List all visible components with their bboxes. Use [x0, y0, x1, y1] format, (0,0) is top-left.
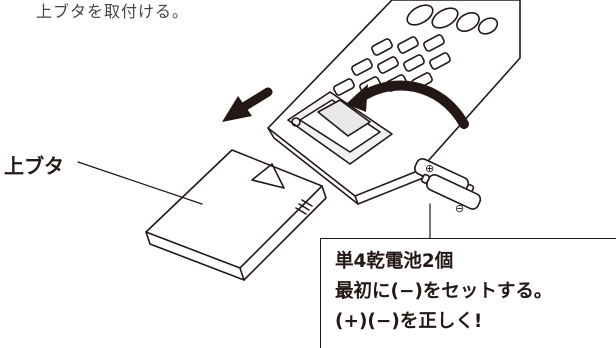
lid-label: 上ブタ [4, 154, 64, 178]
battery-compartment [287, 91, 393, 165]
remote-control [267, 0, 521, 205]
instruction-caption: 上ブタを取付ける。 [36, 2, 190, 21]
insert-arrow [355, 80, 469, 129]
batteries [413, 157, 482, 210]
lid-leader-line [77, 161, 203, 205]
battery-mark-negative: ⊖ [455, 202, 464, 215]
note-line-battery-type: 単4乾電池2個 [335, 251, 454, 272]
battery-mark-positive: ⊕ [425, 162, 434, 175]
note-line-insert-order: 最初に(−)をセットする。 [335, 281, 553, 302]
note-line-polarity: (+)(−)を正しく! [335, 311, 483, 332]
battery-lid [145, 149, 327, 281]
battery-note-box: 単4乾電池2個 最初に(−)をセットする。 (+)(−)を正しく! [320, 238, 616, 348]
remove-arrow [222, 87, 273, 122]
